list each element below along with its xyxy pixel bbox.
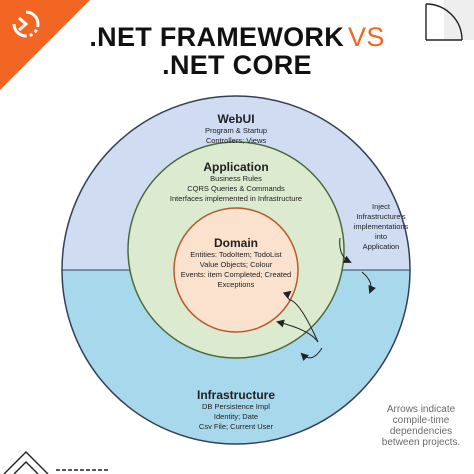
infrastructure-title: Infrastructure: [196, 388, 276, 402]
infra-to-domain-arrow-2: [276, 319, 319, 343]
inject-line: Infrastructure's: [356, 212, 406, 221]
inject-line: implementations: [353, 222, 409, 231]
title-framework-text: .NET FRAMEWORK: [89, 22, 345, 52]
inject-line: into: [374, 232, 388, 241]
webui-to-infra-arrow: [300, 347, 323, 362]
legend-line: Arrows indicate: [386, 404, 456, 415]
inject-line: Inject: [372, 202, 390, 211]
decorative-corner-shapes: [425, 0, 474, 41]
brand-logo-icon: [12, 10, 40, 38]
domain-line: Value Objects; Colour: [199, 260, 273, 269]
infra-to-app-arrow: [361, 271, 376, 294]
legend-line: compile-time: [392, 415, 450, 426]
infrastructure-label-group: Infrastructure DB Persistence Impl Ident…: [166, 388, 306, 432]
application-line: Business Rules: [210, 174, 262, 183]
decorative-bottom-shapes: [3, 451, 108, 474]
infrastructure-line: DB Persistence Impl: [202, 402, 270, 411]
infrastructure-line: Csv File; Current User: [198, 422, 274, 431]
domain-ring: [173, 207, 299, 333]
arrows-legend-note: Arrows indicate compile-time dependencie…: [376, 404, 466, 448]
webui-title: WebUI: [217, 112, 255, 126]
application-line: CQRS Queries & Commands: [187, 184, 285, 193]
domain-title: Domain: [213, 236, 258, 250]
domain-line: Entities: TodoItem; TodoList: [190, 250, 282, 259]
inject-line: Application: [362, 242, 400, 251]
legend-line: dependencies: [389, 426, 453, 437]
infrastructure-line: Identity; Date: [213, 412, 259, 421]
application-line: Interfaces implemented in Infrastructure: [169, 194, 303, 203]
domain-label-group: Domain Entities: TodoItem; TodoList Valu…: [176, 236, 296, 290]
domain-line: Exceptions: [217, 280, 255, 289]
legend-line: between projects.: [381, 437, 461, 448]
page-title-line-2: .NET CORE: [162, 50, 312, 80]
domain-line: Events: item Completed; Created: [180, 270, 292, 279]
webui-label-group: WebUI Program & Startup Controllers; Vie…: [176, 112, 296, 146]
inject-annotation: Inject Infrastructure's implementations …: [346, 202, 416, 252]
application-title: Application: [203, 160, 269, 174]
webui-line: Program & Startup: [204, 126, 268, 135]
webui-line: Controllers; Views: [205, 136, 267, 145]
infra-to-domain-arrow: [282, 290, 319, 343]
title-vs-text: VS: [348, 22, 385, 52]
application-label-group: Application Business Rules CQRS Queries …: [141, 160, 331, 204]
inject-arrow: [339, 237, 352, 263]
